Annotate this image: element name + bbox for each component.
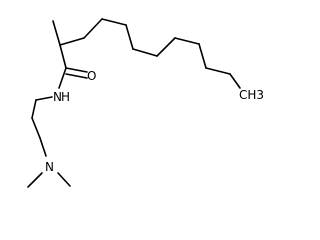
bond-chain-6 [132,48,158,57]
dimethylamino-group [27,172,71,188]
bond-nitrogen-to-propyl [35,96,53,101]
bond-chain-to-carbonyl [59,44,67,69]
amide-nitrogen-label: N [53,90,62,104]
bond-propyl-1 [31,99,37,119]
bond-chain-5 [125,24,134,50]
bond-carbonyl-double-a [65,67,88,73]
bond-propyl-2 [31,117,41,139]
propyl-linker [31,99,47,157]
bond-chain-1 [52,20,61,46]
bond-amine-methyl-left [27,172,43,188]
terminal-methyl-label: CH3 [239,88,264,102]
bond-propyl-3 [39,137,47,157]
bond-carbonyl-double-b [65,73,88,79]
bond-chain-11 [229,73,241,89]
skeletal-structure-diagram: O N H CH3 N [27,18,264,188]
bond-chain-8 [174,37,200,45]
bond-chain-2 [59,37,85,46]
bond-chain-7 [156,37,176,57]
bond-chain-4 [101,18,127,26]
alkyl-chain [52,18,241,89]
oxygen-label: O [87,69,96,83]
amide-hydrogen-label: H [61,90,70,104]
bond-chain-10 [205,67,231,75]
bond-chain-3 [83,18,103,39]
amine-nitrogen-label: N [45,160,54,174]
amide-group [35,44,88,101]
bond-carbonyl-to-nitrogen [58,67,67,89]
bond-chain-9 [198,43,207,69]
bond-amine-methyl-right [57,172,71,187]
